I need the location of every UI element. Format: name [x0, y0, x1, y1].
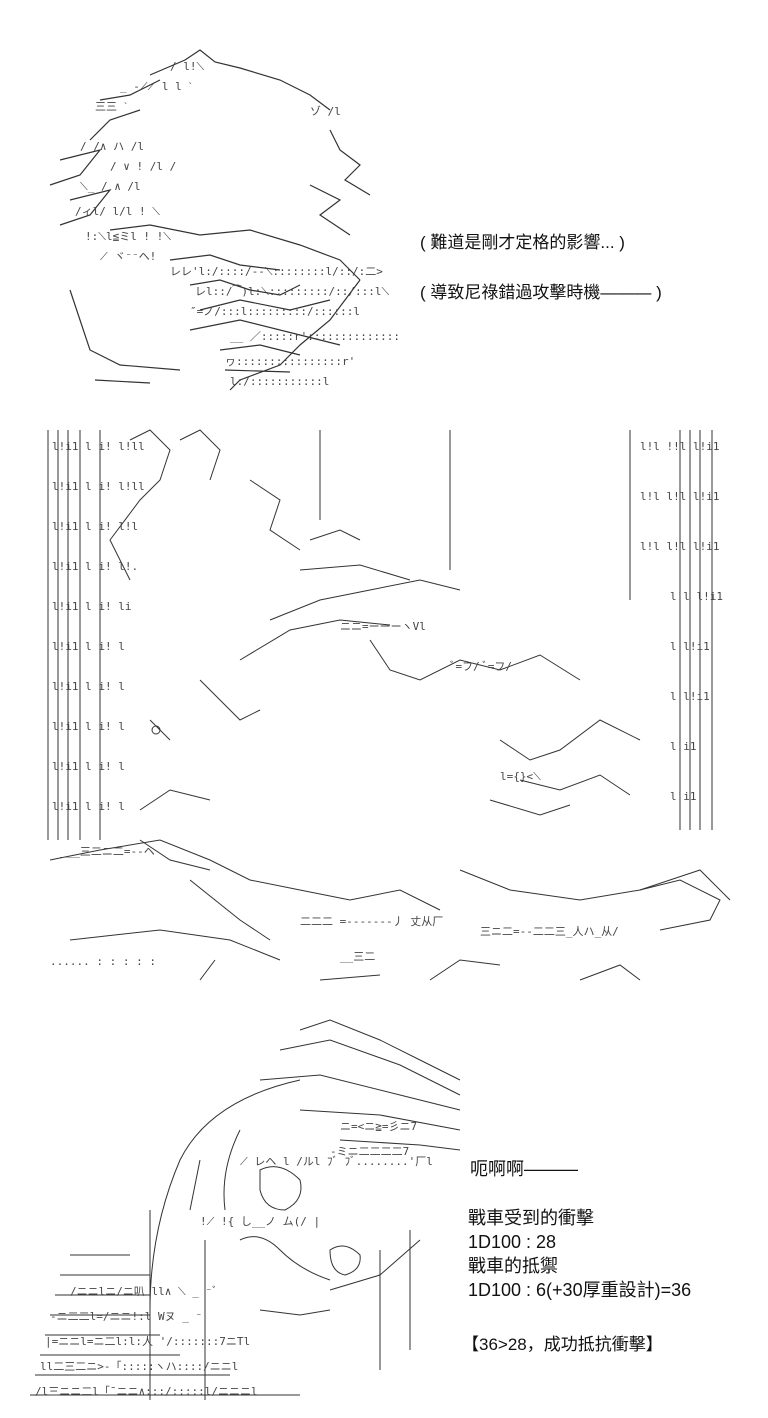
- thought-caption-2: ( 導致尼祿錯過攻擊時機——— ): [420, 283, 662, 302]
- scream-text: 呃啊啊———: [470, 1159, 578, 1179]
- svg-text:l!i1 l i! l: l!i1 l i! l: [52, 680, 125, 693]
- svg-text:/ l!⟍: / l!⟍: [170, 60, 204, 73]
- panel-action-scene: l!i1 l i! l!ll l!i1 l i! l!ll l!i1 l i! …: [40, 420, 740, 1000]
- svg-text:⟋ レヘ l /ルl ﾌﾞ ﾌﾞ........'厂l: ⟋ レヘ l /ルl ﾌﾞ ﾌﾞ........'厂l: [240, 1155, 433, 1168]
- svg-text:⟋ ヾ⁻⁻ヘ!: ⟋ ヾ⁻⁻ヘ!: [100, 250, 156, 263]
- svg-text:l!i1 l i! l: l!i1 l i! l: [52, 640, 125, 653]
- svg-text:″=ノ/:::l:::::::::/::::::l: ″=ノ/:::l:::::::::/::::::l: [190, 305, 360, 318]
- svg-text:!:⟍l≦ミl ! !⟍: !:⟍l≦ミl ! !⟍: [85, 230, 171, 243]
- svg-text:-ミニ二二二二7: -ミニ二二二二7: [330, 1145, 409, 1158]
- svg-text:l!i1 l i! l!ll: l!i1 l i! l!ll: [52, 480, 145, 493]
- svg-text:l!l !!l l!i1: l!l !!l l!i1: [640, 440, 719, 453]
- svg-text:/ /∧ ハ /l: / /∧ ハ /l: [80, 140, 144, 153]
- svg-text:/l三ニニ二l「¯ニニ∧:::/:::::l/ニニニl: /l三ニニ二l「¯ニニ∧:::/:::::l/ニニニl: [35, 1385, 258, 1398]
- ascii-art-head: / l!⟍ _ -⟋⟋ l l ˋ 三三 ˋ ゾ /l / /∧ ハ /l / …: [49, 49, 400, 391]
- thought-caption-1: ( 難道是剛才定格的影響... ): [420, 233, 625, 252]
- svg-text:レレ'l:/::::/--⟍::::::::l/::/:二>: レレ'l:/::::/--⟍::::::::l/::/:二>: [170, 265, 383, 278]
- svg-text:ゾ /l: ゾ /l: [310, 105, 341, 118]
- svg-text:l!l l!l l!i1: l!l l!l l!i1: [640, 490, 719, 503]
- defense-roll: 1D100 : 6(+30厚重設計)=36: [468, 1280, 692, 1300]
- svg-text:l l!i1: l l!i1: [670, 640, 710, 653]
- damage-label: 戰車受到的衝擊: [468, 1208, 594, 1228]
- svg-text:三ニ二=--二二三_人ハ_从/: 三ニ二=--二二三_人ハ_从/: [480, 925, 619, 938]
- svg-text:/ニニlニ/ニ叭 ll∧ ⟍ _ ⁻ﾞ: /ニニlニ/ニ叭 ll∧ ⟍ _ ⁻ﾞ: [70, 1285, 218, 1298]
- svg-text:ヮ::::::::::::::::r': ヮ::::::::::::::::r': [225, 355, 355, 368]
- svg-text:|=ニニl=ニ二l:l:人 '/:::::::7ニTl: |=ニニl=ニ二l:l:人 '/:::::::7ニTl: [45, 1335, 250, 1348]
- svg-text:レl::/⁀)l:⟍:::::::::/::/:::l⟍: レl::/⁀)l:⟍:::::::::/::/:::l⟍: [195, 285, 389, 298]
- damage-roll: 1D100 : 28: [468, 1232, 557, 1252]
- svg-text:⟍_ / ∧ /l: ⟍_ / ∧ /l: [80, 180, 141, 193]
- svg-text:l!i1 l i! l!ll: l!i1 l i! l!ll: [52, 440, 145, 453]
- svg-text:__三二: __三二: [340, 950, 375, 963]
- svg-text:ニ=<ニ≧=彡ニ7: ニ=<ニ≧=彡ニ7: [340, 1120, 417, 1133]
- svg-text:__ ／:::::r':::::::::::::::::⟍: __ ／:::::r':::::::::::::::::⟍: [230, 330, 400, 343]
- svg-text:l={}<⟍: l={}<⟍: [500, 770, 541, 783]
- svg-text:-ニ二二l=/ニニ!:l Wヌ _ ⁻: -ニ二二l=/ニニ!:l Wヌ _ ⁻: [50, 1310, 202, 1323]
- svg-text:ll二三二ニ>-「:::::ヽハ::::/ニニl: ll二三二ニ>-「:::::ヽハ::::/ニニl: [40, 1360, 238, 1373]
- panel-head-closeup: / l!⟍ _ -⟋⟋ l l ˋ 三三 ˋ ゾ /l / /∧ ハ /l / …: [0, 0, 768, 410]
- svg-text:ﾞ=フ/ ﾞ=フ/: ﾞ=フ/ ﾞ=フ/: [450, 660, 512, 673]
- panel-tank-impact: ニ=<ニ≧=彡ニ7 -ミニ二二二二7 ⟋ レヘ l /ルl ﾌﾞ ﾌﾞ.....…: [0, 1010, 768, 1418]
- svg-text:l!i1: l!i1: [670, 740, 697, 753]
- svg-text:l:/:::::::::::l: l:/:::::::::::l: [230, 375, 329, 388]
- svg-text:ニニ=ーーーヽVl: ニニ=ーーーヽVl: [340, 620, 426, 633]
- svg-text:___三二ニ二=--ヘ: ___三二ニ二=--ヘ: [60, 845, 155, 858]
- svg-text:l!i1 l i! l: l!i1 l i! l: [52, 800, 125, 813]
- svg-text:l!i1 l i! l: l!i1 l i! l: [52, 720, 125, 733]
- svg-text:/ ∨ ! /l /: / ∨ ! /l /: [110, 160, 176, 173]
- svg-text:二二二 =-------丿 丈从厂: 二二二 =-------丿 丈从厂: [300, 915, 443, 928]
- ascii-art-tank: ニ=<ニ≧=彡ニ7 -ミニ二二二二7 ⟋ レヘ l /ルl ﾌﾞ ﾌﾞ.....…: [30, 1019, 461, 1400]
- svg-text:l!i1 l i! l!.: l!i1 l i! l!.: [52, 560, 138, 573]
- result-text: 【36>28，成功抵抗衝擊】: [462, 1335, 663, 1354]
- svg-text:l l!i1: l l!i1: [670, 690, 710, 703]
- svg-text:_ -⟋⟋ l l ˋ: _ -⟋⟋ l l ˋ: [120, 80, 192, 93]
- svg-text:l!i1 l i! l!l: l!i1 l i! l!l: [52, 520, 138, 533]
- svg-text:l!l l!l l!i1: l!l l!l l!i1: [640, 540, 719, 553]
- svg-text:!⟋ !{ し__ノ ム(/ |: !⟋ !{ し__ノ ム(/ |: [200, 1215, 320, 1228]
- ascii-art-scene: l!i1 l i! l!ll l!i1 l i! l!ll l!i1 l i! …: [47, 429, 731, 981]
- svg-text:...... : : : : :: ...... : : : : :: [50, 955, 156, 968]
- svg-text:l!l l!i1: l!l l!i1: [670, 590, 723, 603]
- svg-text:l!i1 l i! l: l!i1 l i! l: [52, 760, 125, 773]
- svg-text:三三 ˋ: 三三 ˋ: [95, 100, 127, 113]
- svg-text:l!i1 l i! li: l!i1 l i! li: [52, 600, 131, 613]
- defense-label: 戰車的抵禦: [468, 1256, 558, 1276]
- svg-text:/ィl/ l/l ! ⟍: /ィl/ l/l ! ⟍: [75, 205, 160, 218]
- svg-text:l!i1: l!i1: [670, 790, 697, 803]
